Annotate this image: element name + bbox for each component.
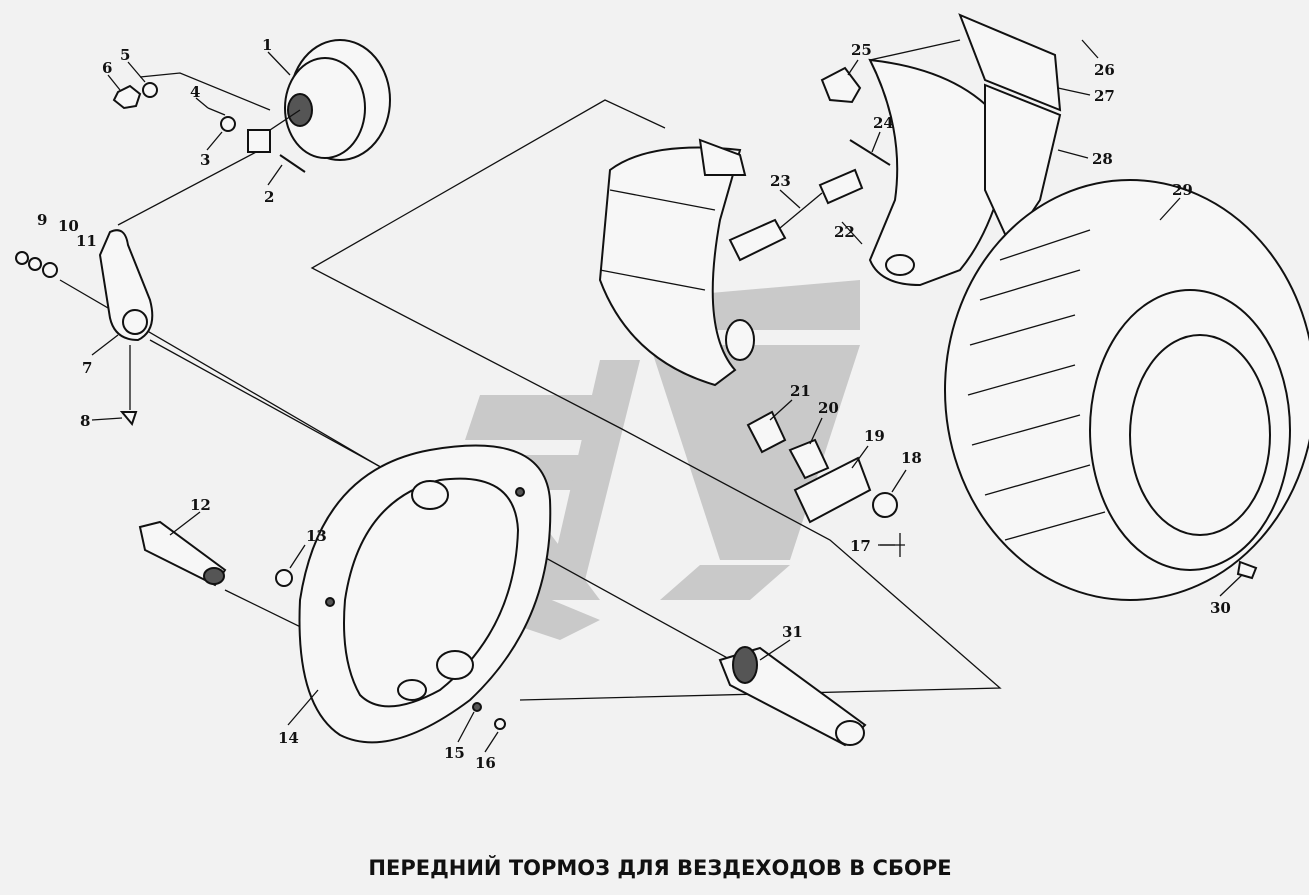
- callout-28: 28: [1092, 150, 1113, 168]
- brake-shoe-part: [868, 58, 1001, 287]
- cam-shaft-part: [718, 646, 867, 747]
- callout-20: 20: [818, 399, 839, 417]
- callout-17: 17: [850, 537, 871, 555]
- bushing-part: [275, 569, 293, 587]
- callout-15: 15: [444, 744, 465, 762]
- callout-25: 25: [851, 41, 872, 59]
- callout-8: 8: [80, 412, 90, 430]
- callout-22: 22: [834, 223, 855, 241]
- washer-bolt-parts: [472, 702, 506, 730]
- callout-4: 4: [190, 83, 200, 101]
- brake-drum-part: [944, 179, 1309, 601]
- callout-10: 10: [58, 217, 79, 235]
- callout-16: 16: [475, 754, 496, 772]
- callout-13: 13: [306, 527, 327, 545]
- diagram-title: ПЕРЕДНИЙ ТОРМОЗ ДЛЯ ВЕЗДЕХОДОВ В СБОРЕ: [368, 855, 951, 880]
- brake-chamber-part: [247, 39, 391, 161]
- callout-12: 12: [190, 496, 211, 514]
- callout-27: 27: [1094, 87, 1115, 105]
- callout-9: 9: [37, 211, 47, 229]
- callout-3: 3: [200, 151, 210, 169]
- callout-1: 1: [262, 36, 272, 54]
- small-fasteners: [15, 82, 306, 278]
- bushing-25-part: [820, 66, 862, 104]
- drum-bolt-part: [1236, 560, 1258, 580]
- callout-23: 23: [770, 172, 791, 190]
- callout-21: 21: [790, 382, 811, 400]
- callout-19: 19: [864, 427, 885, 445]
- callout-29: 29: [1172, 181, 1193, 199]
- brake-shoe-lining-part: [598, 138, 755, 387]
- slack-adjuster-part: [98, 229, 154, 427]
- callout-18: 18: [901, 449, 922, 467]
- roller-assembly-parts: [746, 410, 905, 557]
- callout-24: 24: [873, 114, 894, 132]
- callout-31: 31: [782, 623, 803, 641]
- callout-26: 26: [1094, 61, 1115, 79]
- callout-7: 7: [82, 359, 92, 377]
- drum-fins: [967, 229, 1106, 541]
- backing-plate-part: [298, 444, 552, 744]
- callout-11: 11: [76, 232, 97, 250]
- leader-lines: [91, 39, 1243, 753]
- callout-5: 5: [120, 46, 130, 64]
- callout-6: 6: [102, 59, 112, 77]
- callout-2: 2: [264, 188, 274, 206]
- return-spring-part: [728, 168, 864, 262]
- callout-30: 30: [1210, 599, 1231, 617]
- callout-labels: 1 2 3 4 5 6 7 8 9 10 11 12 13 14 15 16 1…: [37, 36, 1231, 772]
- shoe-pin-part: [849, 139, 891, 166]
- callout-14: 14: [278, 729, 299, 747]
- anchor-pin-part: [138, 520, 227, 587]
